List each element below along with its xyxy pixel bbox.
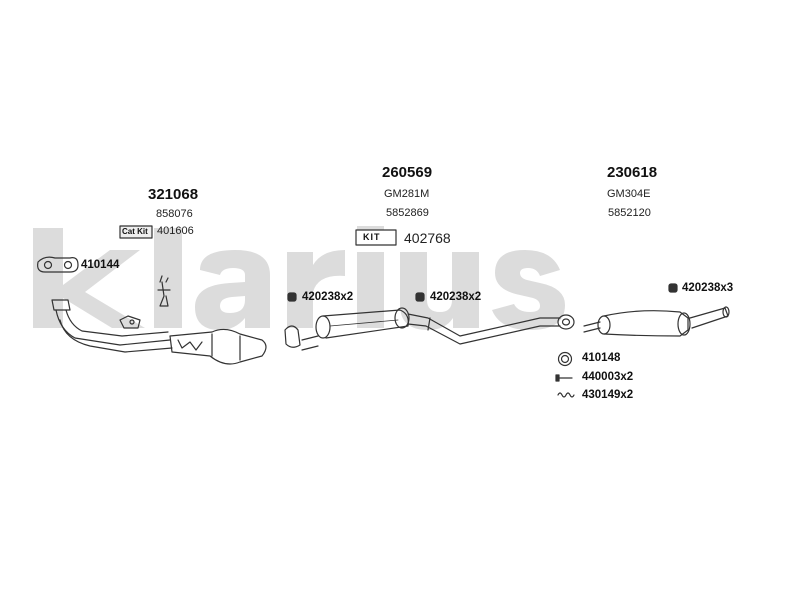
- assembly-reference: 5852869: [386, 207, 429, 219]
- catkit-number: 401606: [157, 225, 194, 237]
- catkit-badge-frame: [119, 225, 153, 239]
- assembly-model: GM304E: [607, 188, 651, 200]
- kit-badge: KIT: [363, 232, 381, 242]
- bolt-icon: [555, 374, 573, 382]
- assembly-part-number: 260569: [382, 164, 433, 181]
- front-pipe-icon: [51, 299, 173, 353]
- assembly-part-number: 321068: [148, 186, 199, 203]
- ring-gasket-icon: [557, 351, 573, 367]
- assembly-part-number: 230618: [607, 164, 658, 181]
- pipe-flange-icon: [557, 314, 575, 330]
- callout-gasket: 410144: [81, 259, 120, 271]
- centre-silencer-icon: [315, 307, 410, 339]
- callout-spring: 430149x2: [582, 389, 634, 401]
- middle-pipe-icon: [407, 313, 561, 345]
- callout-rubber-mount: 420238x3: [682, 282, 734, 294]
- catalytic-converter-icon: [169, 328, 267, 365]
- spring-icon: [557, 392, 575, 398]
- lambda-sensor-icon: [157, 275, 171, 307]
- assembly-model: GM281M: [384, 188, 430, 200]
- kit-number: 402768: [404, 230, 451, 246]
- kit-badge-frame: [355, 229, 397, 246]
- flange-gasket-icon: [37, 256, 79, 273]
- callout-ring-gasket: 410148: [582, 352, 621, 364]
- callout-bolt: 440003x2: [582, 371, 634, 383]
- assembly-reference: 858076: [156, 208, 193, 220]
- assembly-reference: 5852120: [608, 207, 651, 219]
- callout-rubber-mount: 420238x2: [302, 291, 354, 303]
- rubber-mount-icon: [287, 283, 678, 302]
- catkit-badge: Cat Kit: [122, 227, 148, 236]
- callout-rubber-mount: 420238x2: [430, 291, 482, 303]
- pipe-clamp-icon: [284, 325, 319, 351]
- rear-silencer-icon: [583, 306, 730, 337]
